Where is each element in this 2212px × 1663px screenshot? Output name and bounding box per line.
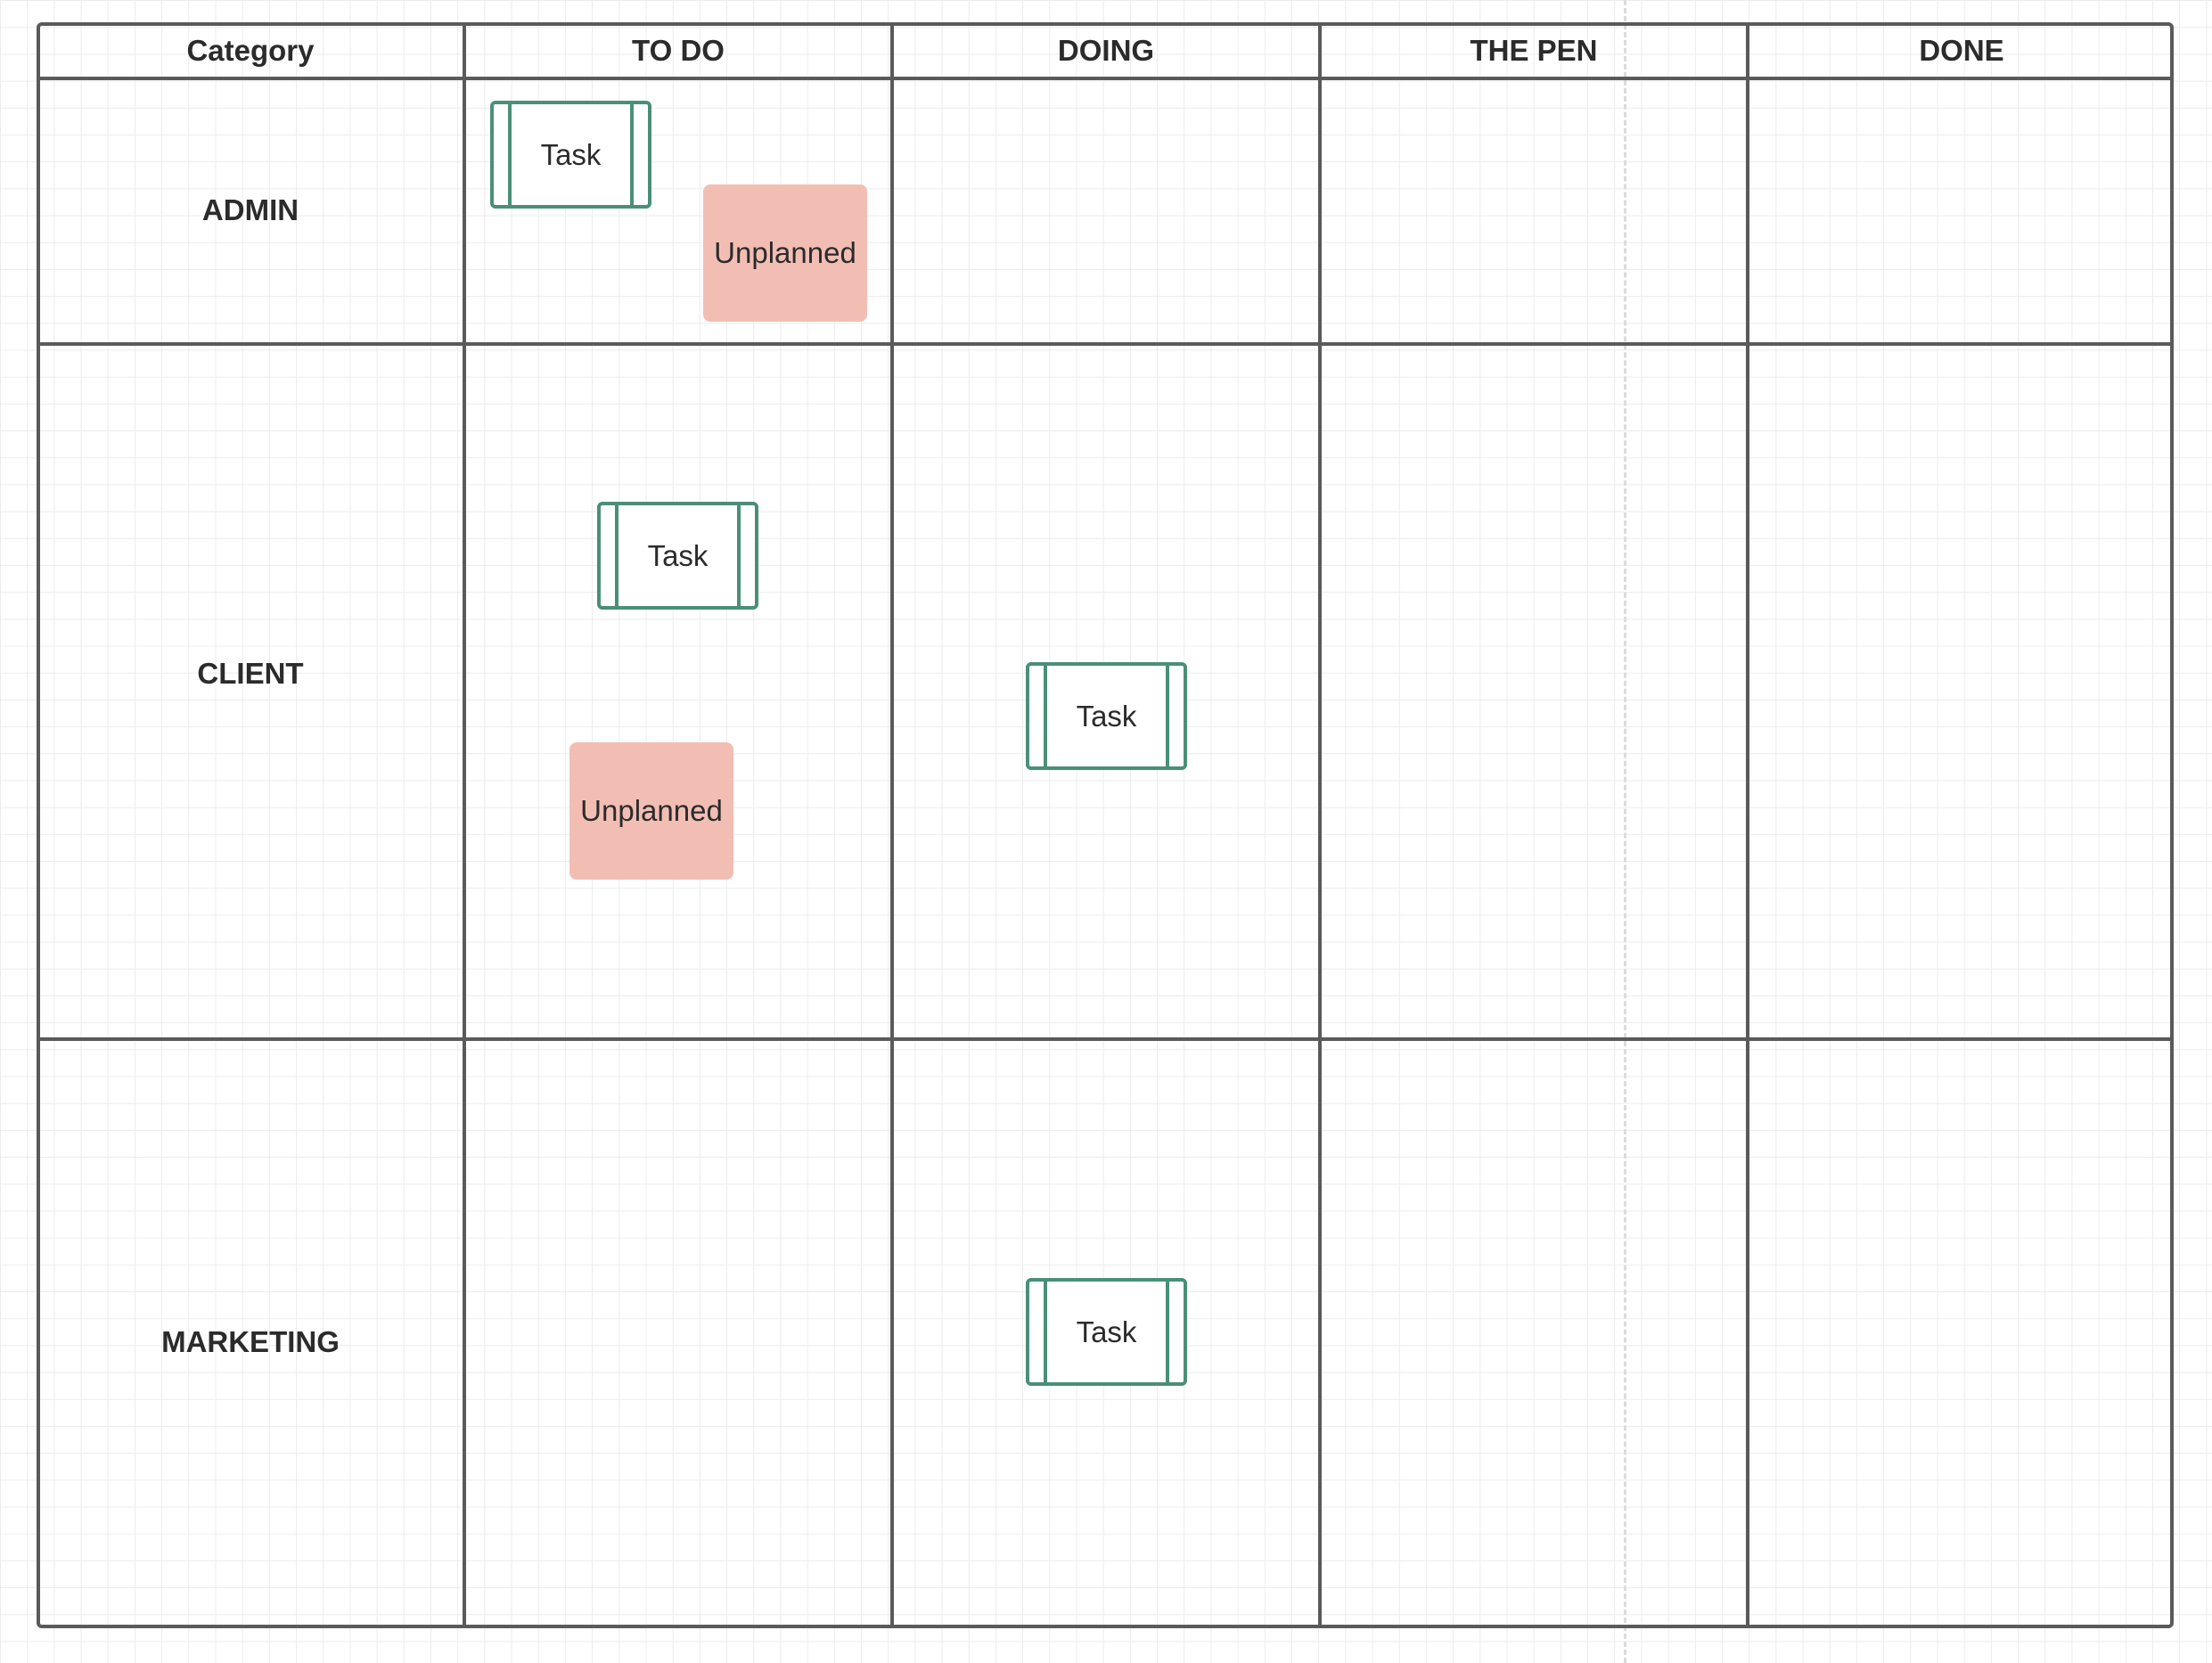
header-divider: [37, 77, 2174, 80]
task-card-label: Task: [540, 137, 602, 171]
row-divider: [37, 1037, 2174, 1041]
column-header-todo: TO DO: [632, 33, 725, 67]
task-card[interactable]: Task: [1026, 1278, 1187, 1386]
task-card[interactable]: Task: [1026, 662, 1187, 770]
card-left-bar: [508, 104, 512, 205]
task-card[interactable]: Task: [597, 502, 758, 610]
column-header-doing: DOING: [1057, 33, 1155, 67]
column-header-the-pen: THE PEN: [1470, 33, 1598, 67]
row-divider: [37, 342, 2174, 346]
task-card[interactable]: Task: [490, 101, 651, 209]
unplanned-card[interactable]: Unplanned: [703, 184, 867, 322]
card-left-bar: [1044, 1282, 1047, 1382]
task-card-label: Task: [1076, 699, 1137, 733]
card-left-bar: [615, 505, 619, 606]
row-label-client: CLIENT: [197, 657, 304, 690]
task-card-label: Task: [647, 538, 709, 572]
column-header-done: DONE: [1919, 33, 2004, 67]
guide-line: [1624, 0, 1626, 1663]
card-right-bar: [1166, 1282, 1169, 1382]
card-left-bar: [1044, 666, 1047, 766]
column-header-category: Category: [186, 33, 315, 67]
unplanned-card[interactable]: Unplanned: [569, 742, 733, 880]
card-right-bar: [630, 104, 634, 205]
column-divider: [1318, 22, 1322, 1628]
card-right-bar: [1166, 666, 1169, 766]
kanban-board: [37, 22, 2174, 1628]
task-card-label: Task: [1076, 1315, 1137, 1348]
row-label-marketing: MARKETING: [161, 1325, 340, 1358]
column-divider: [1746, 22, 1749, 1628]
row-label-admin: ADMIN: [201, 193, 299, 226]
card-right-bar: [737, 505, 741, 606]
column-divider: [463, 22, 466, 1628]
column-divider: [890, 22, 894, 1628]
